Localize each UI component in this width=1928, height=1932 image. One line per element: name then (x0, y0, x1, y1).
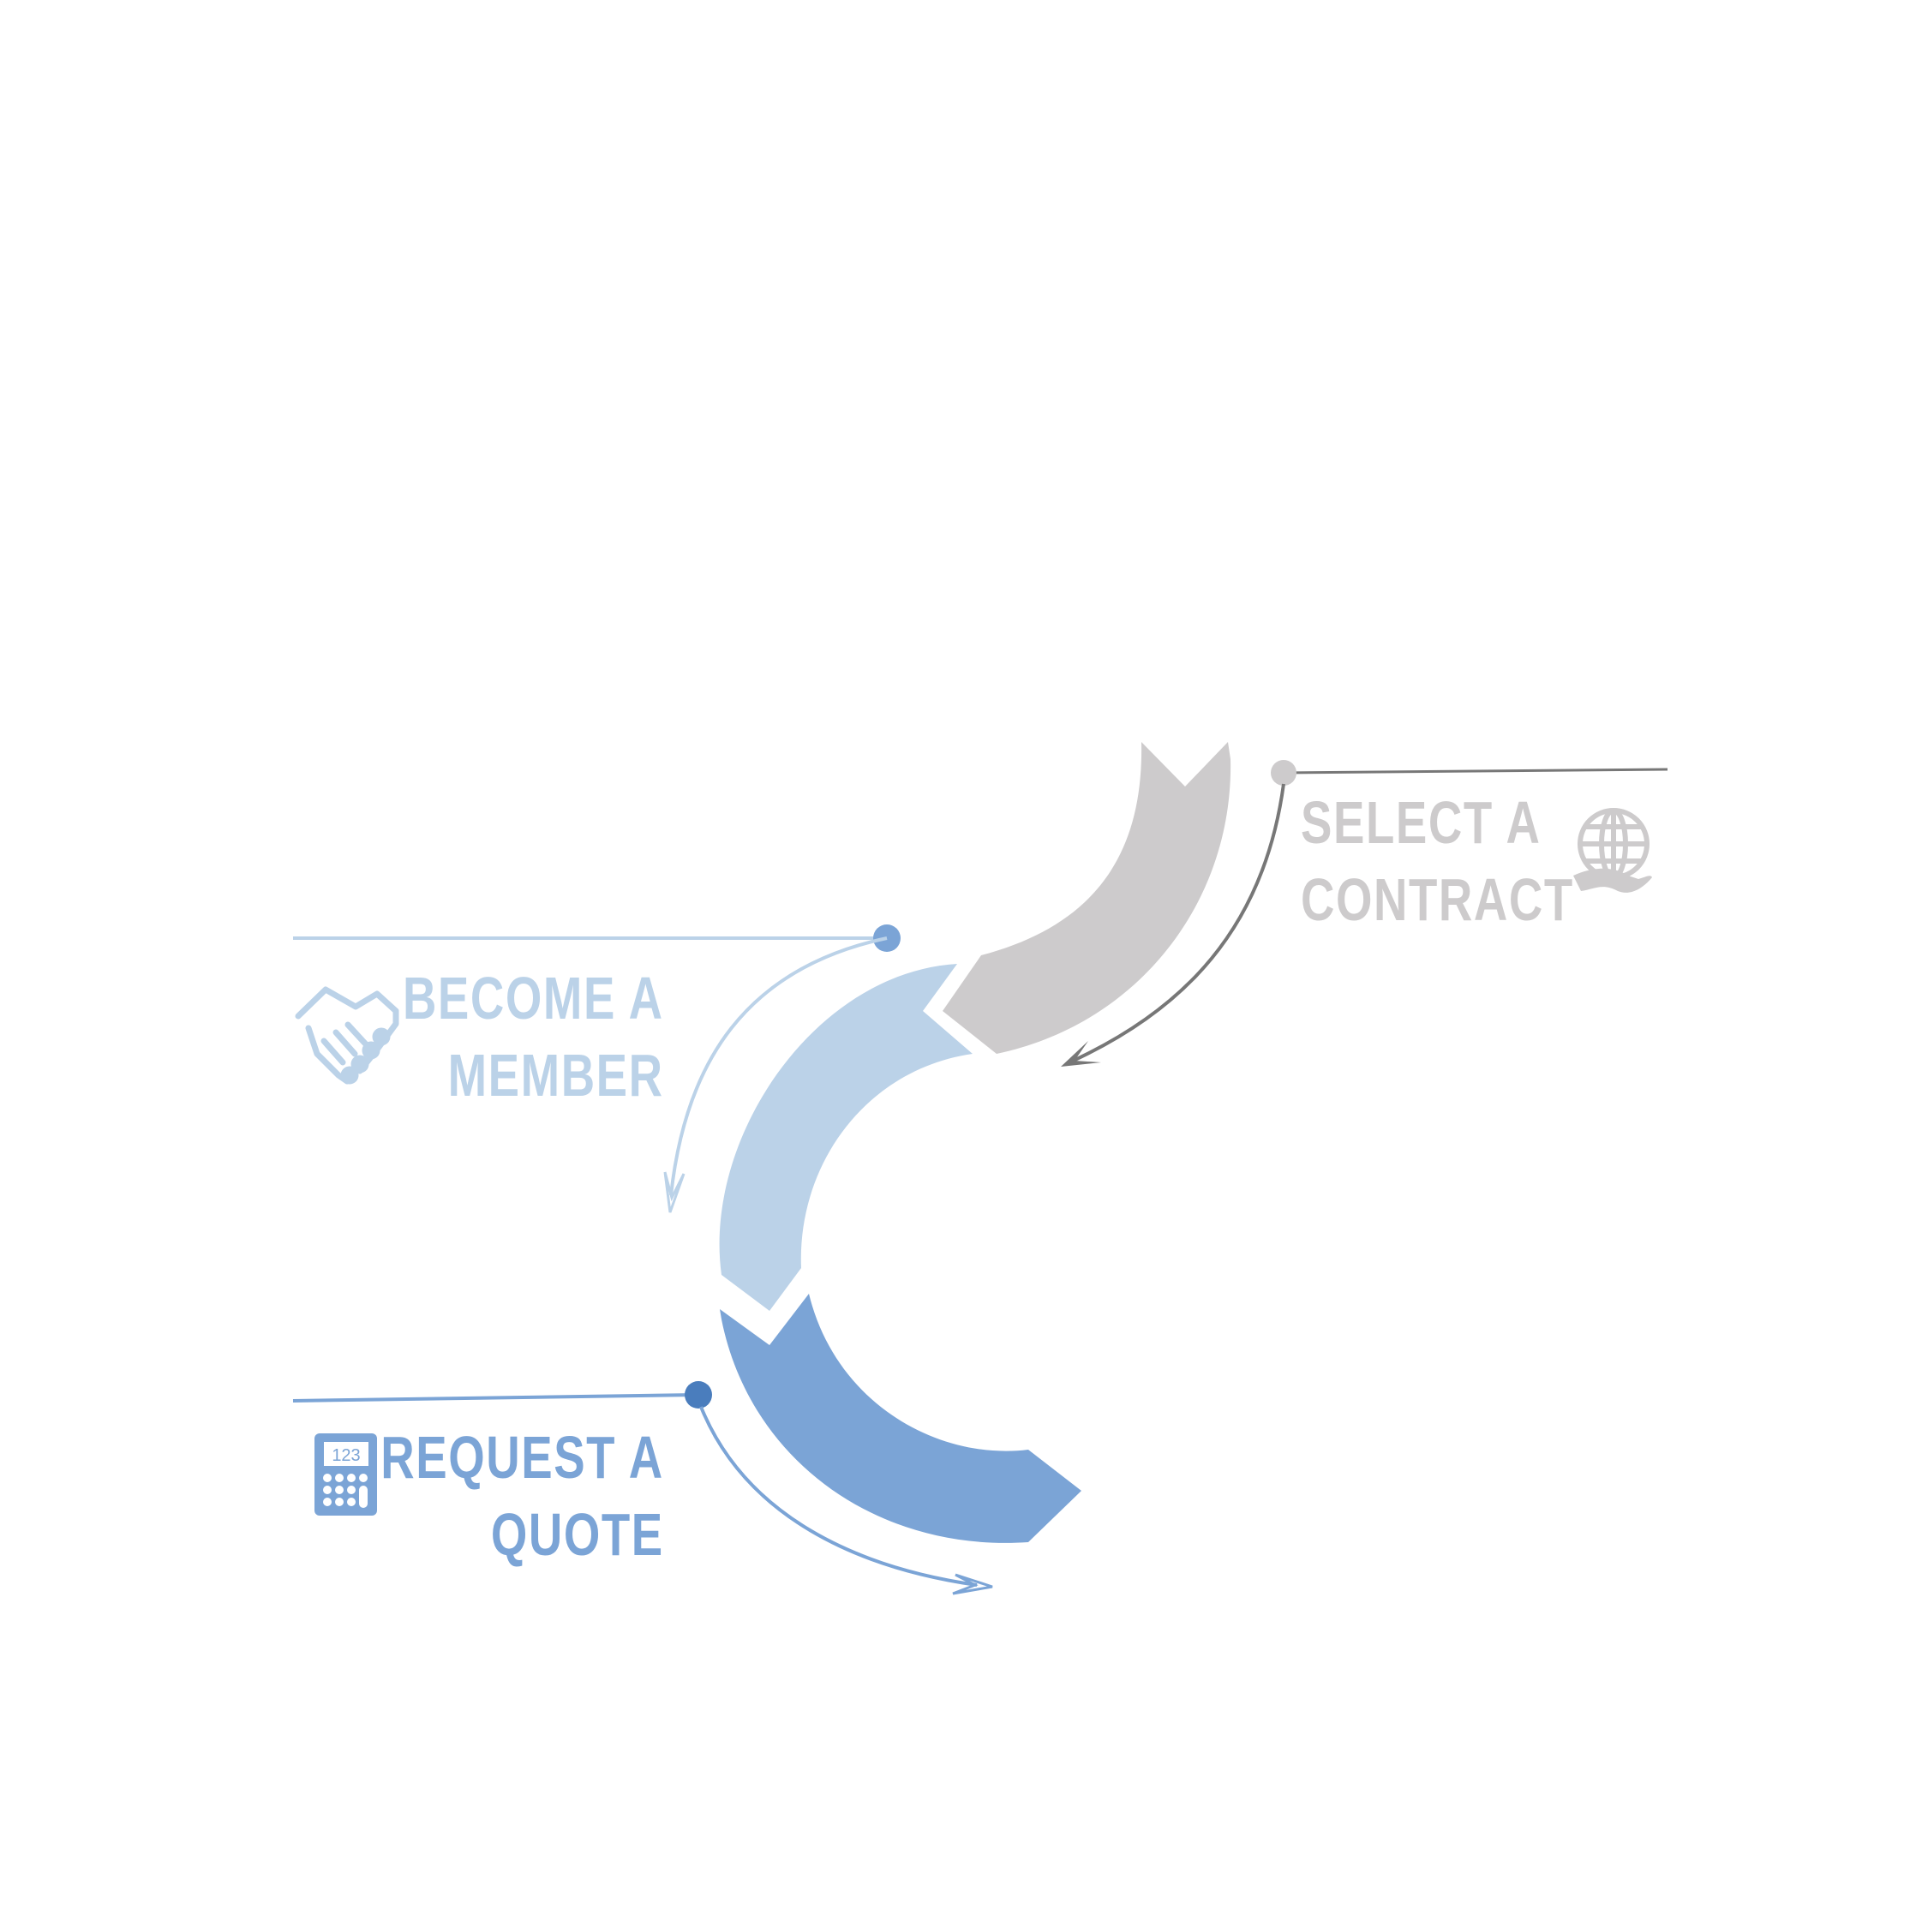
arrowhead-request-quote (952, 1573, 993, 1595)
connector-dot-request-quote (685, 1381, 712, 1409)
step-label-line2: MEMBER (447, 1042, 664, 1109)
connector-dot-select-contract (1271, 760, 1296, 786)
handshake-icon (295, 986, 399, 1085)
curved-arrow-become-member (669, 936, 888, 1196)
arc-segment-select-contract (943, 742, 1231, 1054)
curved-arrow-select-contract (1069, 783, 1285, 1064)
arrowhead-become-member (663, 1171, 686, 1213)
step-label-become-member: BECOME A MEMBER (403, 960, 664, 1114)
calculator-icon: 123 (314, 1433, 377, 1516)
step-label-line1: REQUEST A (380, 1424, 664, 1491)
curved-arrow-request-quote (699, 1406, 978, 1587)
step-label-line1: SELECT A (1301, 789, 1542, 856)
step-label-line2: QUOTE (491, 1501, 664, 1568)
arrowhead-select-contract (1061, 1041, 1101, 1067)
connector-line-select-contract (1281, 768, 1668, 775)
step-label-request-quote: REQUEST A QUOTE (380, 1419, 664, 1573)
step-label-line2: CONTRACT (1301, 866, 1574, 933)
step-label-line1: BECOME A (403, 965, 664, 1032)
step-label-select-contract: SELECT A CONTRACT (1301, 784, 1574, 938)
arc-segment-request-quote (720, 1294, 1081, 1543)
hand-globe-icon (1573, 808, 1652, 893)
arc-segment-become-member (719, 964, 973, 1311)
calculator-icon-text: 123 (332, 1446, 360, 1465)
connector-line-request-quote (292, 1393, 698, 1403)
